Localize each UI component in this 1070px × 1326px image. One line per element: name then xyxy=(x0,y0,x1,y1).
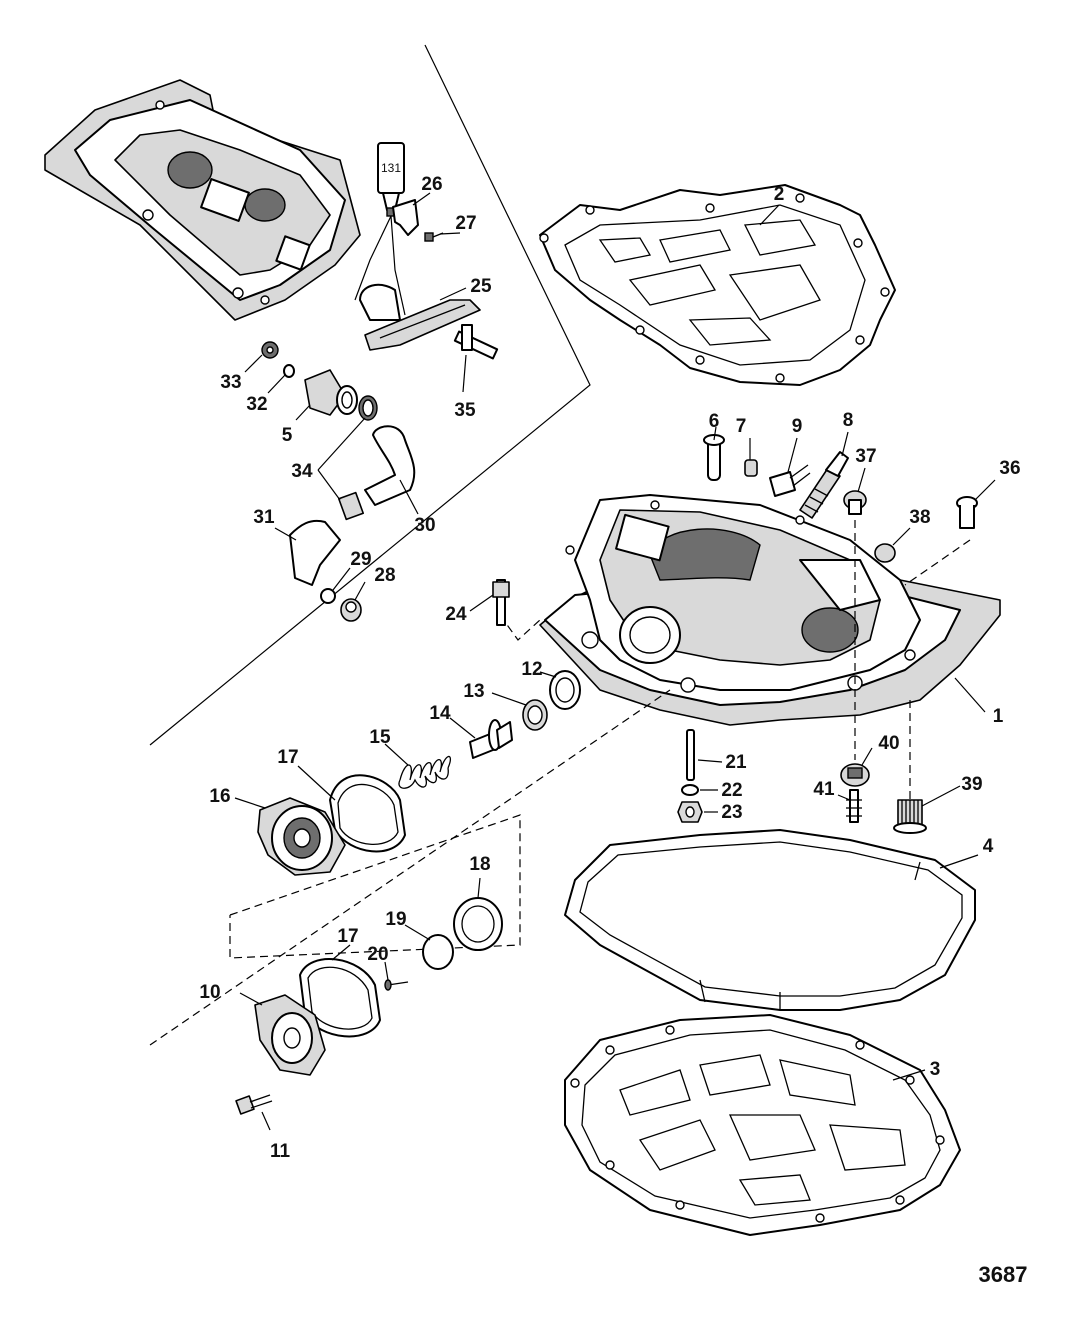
gasket-part-17-upper-inner xyxy=(337,783,399,845)
callout-29: 29 xyxy=(350,549,371,570)
sleeve-part-36 xyxy=(956,496,978,529)
callout-32: 32 xyxy=(246,394,267,415)
callout-1: 1 xyxy=(993,706,1004,727)
gasket-part-17-lower-inner xyxy=(307,966,373,1030)
inset-adapter-plate xyxy=(44,79,361,321)
callout-9: 9 xyxy=(792,416,803,437)
diaphragm-part-18 xyxy=(453,897,503,951)
callout-4: 4 xyxy=(983,836,994,857)
callout-11: 11 xyxy=(270,1141,291,1162)
dowel-part-7 xyxy=(744,459,758,477)
callout-5: 5 xyxy=(282,425,293,446)
disc-part-19 xyxy=(422,934,454,970)
cover-part-10 xyxy=(254,994,326,1076)
screw-part-20 xyxy=(384,979,409,991)
callout-12: 12 xyxy=(521,659,542,680)
callout-17-upper: 17 xyxy=(277,747,298,768)
impeller-part-33 xyxy=(261,341,279,359)
callout-40: 40 xyxy=(878,733,899,754)
callout-20: 20 xyxy=(367,944,388,965)
hose-elbow-part-30 xyxy=(364,425,416,506)
callout-33: 33 xyxy=(220,372,241,393)
callout-17-lower: 17 xyxy=(337,926,358,947)
gasket-part-17-lower xyxy=(299,958,381,1038)
callout-30: 30 xyxy=(414,515,435,536)
bushing-part-38 xyxy=(874,543,896,563)
bolt-part-11 xyxy=(235,1094,273,1115)
callout-3: 3 xyxy=(930,1059,941,1080)
alternative-parts-box xyxy=(229,814,521,959)
fitting-part-41 xyxy=(846,789,862,823)
callout-28: 28 xyxy=(374,565,395,586)
plug-part-40 xyxy=(840,763,870,787)
section-divider-line xyxy=(149,44,591,746)
callout-8: 8 xyxy=(843,410,854,431)
callout-21: 21 xyxy=(725,752,747,773)
nut-part-23 xyxy=(677,801,703,823)
bolt-part-24 xyxy=(492,579,510,626)
hose-elbow-part-31 xyxy=(289,519,341,586)
callout-37: 37 xyxy=(855,446,876,467)
callout-22: 22 xyxy=(721,780,742,801)
callout-2: 2 xyxy=(774,184,785,205)
callout-labels: 2 1 3 4 5 6 7 8 9 10 11 12 13 14 15 16 1… xyxy=(199,174,1020,1162)
callout-13: 13 xyxy=(463,681,484,702)
callout-36: 36 xyxy=(999,458,1020,479)
callout-35: 35 xyxy=(454,400,476,421)
callout-6: 6 xyxy=(709,411,720,432)
callout-31: 31 xyxy=(253,507,275,528)
callout-14: 14 xyxy=(429,703,451,724)
gasket-part-2 xyxy=(539,184,896,386)
callout-15: 15 xyxy=(369,727,391,748)
stud-part-21 xyxy=(686,729,695,781)
sealant-tube: 131 xyxy=(354,142,406,316)
gasket-part-3 xyxy=(564,1014,961,1236)
callout-26: 26 xyxy=(421,174,442,195)
callout-19: 19 xyxy=(385,909,406,930)
o-ring-part-29 xyxy=(320,588,336,604)
callout-7: 7 xyxy=(736,416,747,437)
diagram-reference-number: 3687 xyxy=(979,1262,1028,1287)
grommet-part-37 xyxy=(843,490,867,515)
adapter-plate-part-1 xyxy=(539,494,1001,726)
fitting-part-35 xyxy=(453,324,499,360)
callout-18: 18 xyxy=(469,854,490,875)
bracket-part-26 xyxy=(392,199,419,236)
filter-part-39 xyxy=(893,799,927,834)
callout-23: 23 xyxy=(721,802,742,823)
alignment-line-valve xyxy=(149,689,671,1046)
fitting-part-9 xyxy=(769,464,811,497)
clamp-part-34-lower xyxy=(337,491,365,521)
elbow-screen-part-25 xyxy=(359,283,481,351)
alignment-line-24 xyxy=(499,614,541,641)
fitting-part-5 xyxy=(304,369,358,416)
valve-plunger-part-14 xyxy=(469,719,513,759)
callout-41: 41 xyxy=(813,779,835,800)
callout-24: 24 xyxy=(445,604,467,625)
callout-25: 25 xyxy=(470,276,492,297)
callout-16: 16 xyxy=(209,786,230,807)
callout-38: 38 xyxy=(909,507,930,528)
o-ring-part-32 xyxy=(283,364,295,378)
cover-part-16 xyxy=(257,797,346,876)
sensor-part-8 xyxy=(799,451,849,519)
washer-part-22 xyxy=(681,784,699,796)
seal-part-4 xyxy=(564,829,976,1011)
bushing-part-13 xyxy=(522,699,548,731)
callout-34: 34 xyxy=(291,461,313,482)
sealant-tube-label: 131 xyxy=(381,161,401,175)
callout-27: 27 xyxy=(455,213,476,234)
seal-part-12 xyxy=(549,670,581,710)
cap-part-28 xyxy=(340,598,362,622)
callout-39: 39 xyxy=(961,774,982,795)
clamp-part-34-upper xyxy=(358,395,378,421)
leader-lines xyxy=(234,192,996,1131)
alignment-line-36 xyxy=(904,539,971,586)
callout-10: 10 xyxy=(199,982,220,1003)
spring-part-15 xyxy=(398,755,452,789)
pin-part-6 xyxy=(703,434,725,481)
